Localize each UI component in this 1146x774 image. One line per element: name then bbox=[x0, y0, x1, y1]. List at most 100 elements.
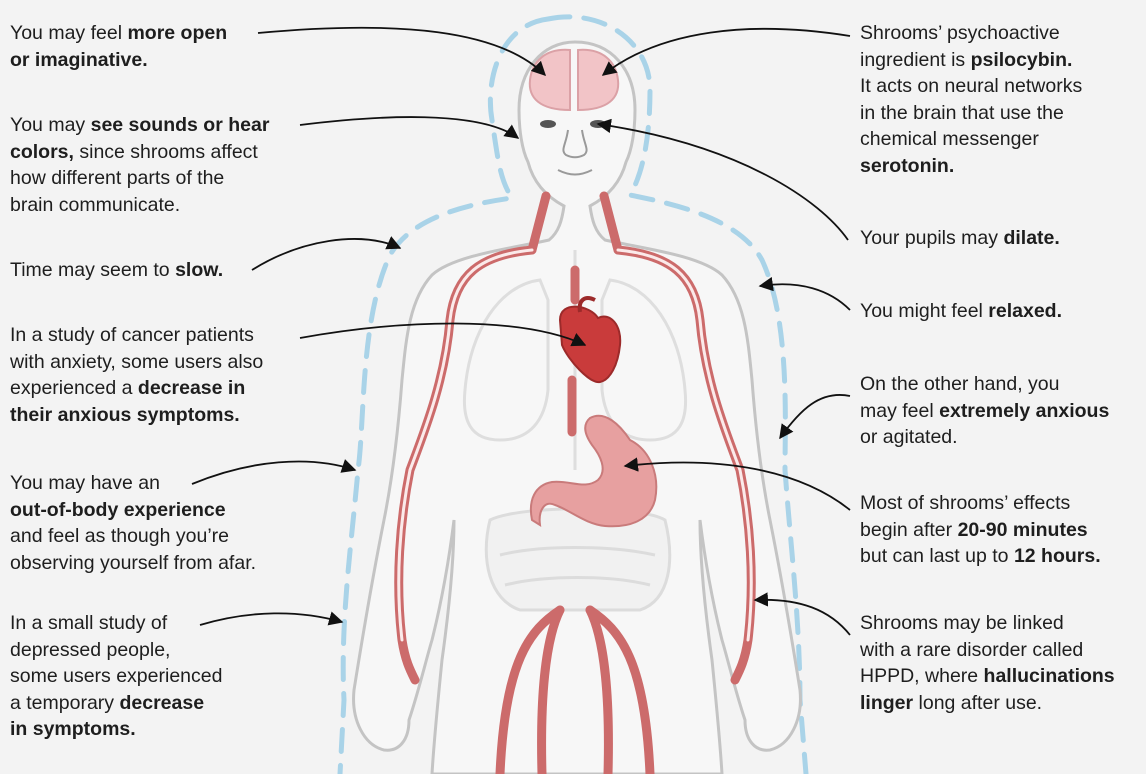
callout-line: in the brain that use the bbox=[860, 100, 1082, 127]
callout-line: colors, since shrooms affect bbox=[10, 139, 269, 166]
callout-text: experienced a bbox=[10, 377, 138, 399]
callout-line: You may feel more open bbox=[10, 20, 227, 47]
callout-text-bold: dilate. bbox=[1003, 227, 1060, 249]
callout-line: but can last up to 12 hours. bbox=[860, 543, 1101, 570]
callout-line: chemical messenger bbox=[860, 126, 1082, 153]
callout-text: but can last up to bbox=[860, 545, 1014, 567]
callout-text-bold: linger bbox=[860, 691, 914, 714]
callout-line: or agitated. bbox=[860, 424, 1109, 451]
arrow-open bbox=[257, 26, 547, 77]
callout-text: Your pupils may bbox=[860, 227, 1004, 249]
callout-text: In a study of cancer patients bbox=[10, 324, 254, 346]
callout-text: with a rare disorder called bbox=[860, 638, 1084, 661]
callout-line: ingredient is psilocybin. bbox=[860, 47, 1082, 74]
callout-line: with anxiety, some users also bbox=[10, 349, 263, 376]
callout-line: In a small study of bbox=[10, 610, 222, 637]
callout-line: their anxious symptoms. bbox=[10, 402, 263, 429]
callout-text: On the other hand, you bbox=[860, 373, 1060, 395]
callout-line: You might feel relaxed. bbox=[860, 298, 1062, 325]
callout-line: how different parts of the bbox=[10, 165, 269, 192]
callout-text-bold: decrease bbox=[119, 691, 205, 714]
callout-line: linger long after use. bbox=[860, 690, 1115, 717]
callout-line: out-of-body experience bbox=[10, 497, 256, 524]
callout-text-bold: decrease in bbox=[137, 377, 246, 399]
callout-text: Shrooms may be linked bbox=[860, 612, 1064, 634]
callout-line: some users experienced bbox=[10, 663, 222, 690]
callout-line: HPPD, where hallucinations bbox=[860, 663, 1115, 690]
callout-text-bold: extremely anxious bbox=[939, 399, 1110, 422]
callout-line: Your pupils may dilate. bbox=[860, 225, 1060, 252]
arrow-psilocybin bbox=[601, 27, 851, 76]
arrow-pupils bbox=[596, 118, 849, 241]
arrow-anxious bbox=[779, 394, 851, 440]
intestines bbox=[484, 507, 672, 612]
callout-line: depressed people, bbox=[10, 637, 222, 664]
callout-text: some users experienced bbox=[10, 665, 223, 687]
callout-text: In a small study of bbox=[10, 612, 168, 634]
callout-text-bold: more open bbox=[127, 22, 228, 44]
callout-text-bold: colors, bbox=[10, 140, 74, 163]
callout-text: or agitated. bbox=[860, 426, 958, 448]
arrow-cancer bbox=[299, 322, 587, 347]
callout-text-bold: 12 hours. bbox=[1013, 545, 1101, 567]
arrow-depressed bbox=[199, 611, 344, 626]
callout-text: how different parts of the bbox=[10, 167, 225, 189]
callout-text: ingredient is bbox=[860, 48, 971, 71]
callout-text: You may bbox=[10, 114, 91, 136]
body-silhouette bbox=[352, 40, 802, 774]
callout-line: Most of shrooms’ effects bbox=[860, 490, 1101, 517]
callout-text: chemical messenger bbox=[860, 128, 1039, 150]
callout-text: and feel as though you’re bbox=[10, 525, 229, 547]
callout-text: Most of shrooms’ effects bbox=[860, 492, 1071, 514]
callout-text-bold: in symptoms. bbox=[10, 718, 136, 740]
arrow-hppd bbox=[753, 592, 851, 636]
callout-text: with anxiety, some users also bbox=[10, 350, 264, 373]
callout-line: and feel as though you’re bbox=[10, 523, 256, 550]
callout-text-bold: hallucinations bbox=[983, 665, 1115, 687]
callout-line: a temporary decrease bbox=[10, 690, 222, 717]
callout-line: You may have an bbox=[10, 470, 256, 497]
callout-text: long after use. bbox=[913, 691, 1043, 714]
callout-text: It acts on neural networks bbox=[860, 75, 1083, 97]
callout-text-bold: relaxed. bbox=[988, 300, 1063, 322]
callout-anxious: On the other hand, you may feel extremely… bbox=[860, 371, 1109, 451]
callout-line: experienced a decrease in bbox=[10, 375, 263, 402]
heart bbox=[558, 296, 622, 384]
callout-text-bold: their anxious symptoms. bbox=[10, 403, 240, 426]
callout-text-bold: serotonin. bbox=[860, 154, 955, 177]
callout-line: Shrooms may be linked bbox=[860, 610, 1115, 637]
arrow-oob bbox=[191, 459, 357, 485]
callout-line: serotonin. bbox=[860, 153, 1082, 180]
callout-text: depressed people, bbox=[10, 638, 171, 661]
callout-arrows bbox=[191, 26, 851, 636]
callout-line: in symptoms. bbox=[10, 716, 222, 743]
callout-text: may feel bbox=[860, 399, 940, 422]
callout-line: brain communicate. bbox=[10, 192, 269, 219]
callout-line: observing yourself from afar. bbox=[10, 550, 256, 577]
callout-hppd: Shrooms may be linked with a rare disorde… bbox=[860, 610, 1115, 716]
callout-text: Time may seem to bbox=[10, 259, 176, 281]
callout-text: You may feel bbox=[10, 22, 128, 44]
callout-text: observing yourself from afar. bbox=[10, 551, 257, 574]
callout-relaxed: You might feel relaxed. bbox=[860, 298, 1062, 325]
callout-text: You may have an bbox=[10, 472, 160, 494]
arrow-synesthesia bbox=[299, 116, 520, 139]
callout-line: may feel extremely anxious bbox=[860, 398, 1109, 425]
callout-text: a temporary bbox=[10, 691, 120, 714]
callout-cancer: In a study of cancer patients with anxiet… bbox=[10, 322, 263, 428]
callout-time: Time may seem to slow. bbox=[10, 257, 223, 284]
callout-text: HPPD, where bbox=[860, 665, 984, 687]
callout-text-bold: or imaginative. bbox=[10, 48, 148, 71]
callout-line: Shrooms’ psychoactive bbox=[860, 20, 1082, 47]
callout-line: with a rare disorder called bbox=[860, 637, 1115, 664]
callout-line: Time may seem to slow. bbox=[10, 257, 223, 284]
callout-line: In a study of cancer patients bbox=[10, 322, 263, 349]
callout-line: It acts on neural networks bbox=[860, 73, 1082, 100]
callout-text: brain communicate. bbox=[10, 193, 181, 216]
arrow-timing bbox=[623, 457, 851, 511]
callout-text-bold: psilocybin. bbox=[970, 48, 1073, 71]
